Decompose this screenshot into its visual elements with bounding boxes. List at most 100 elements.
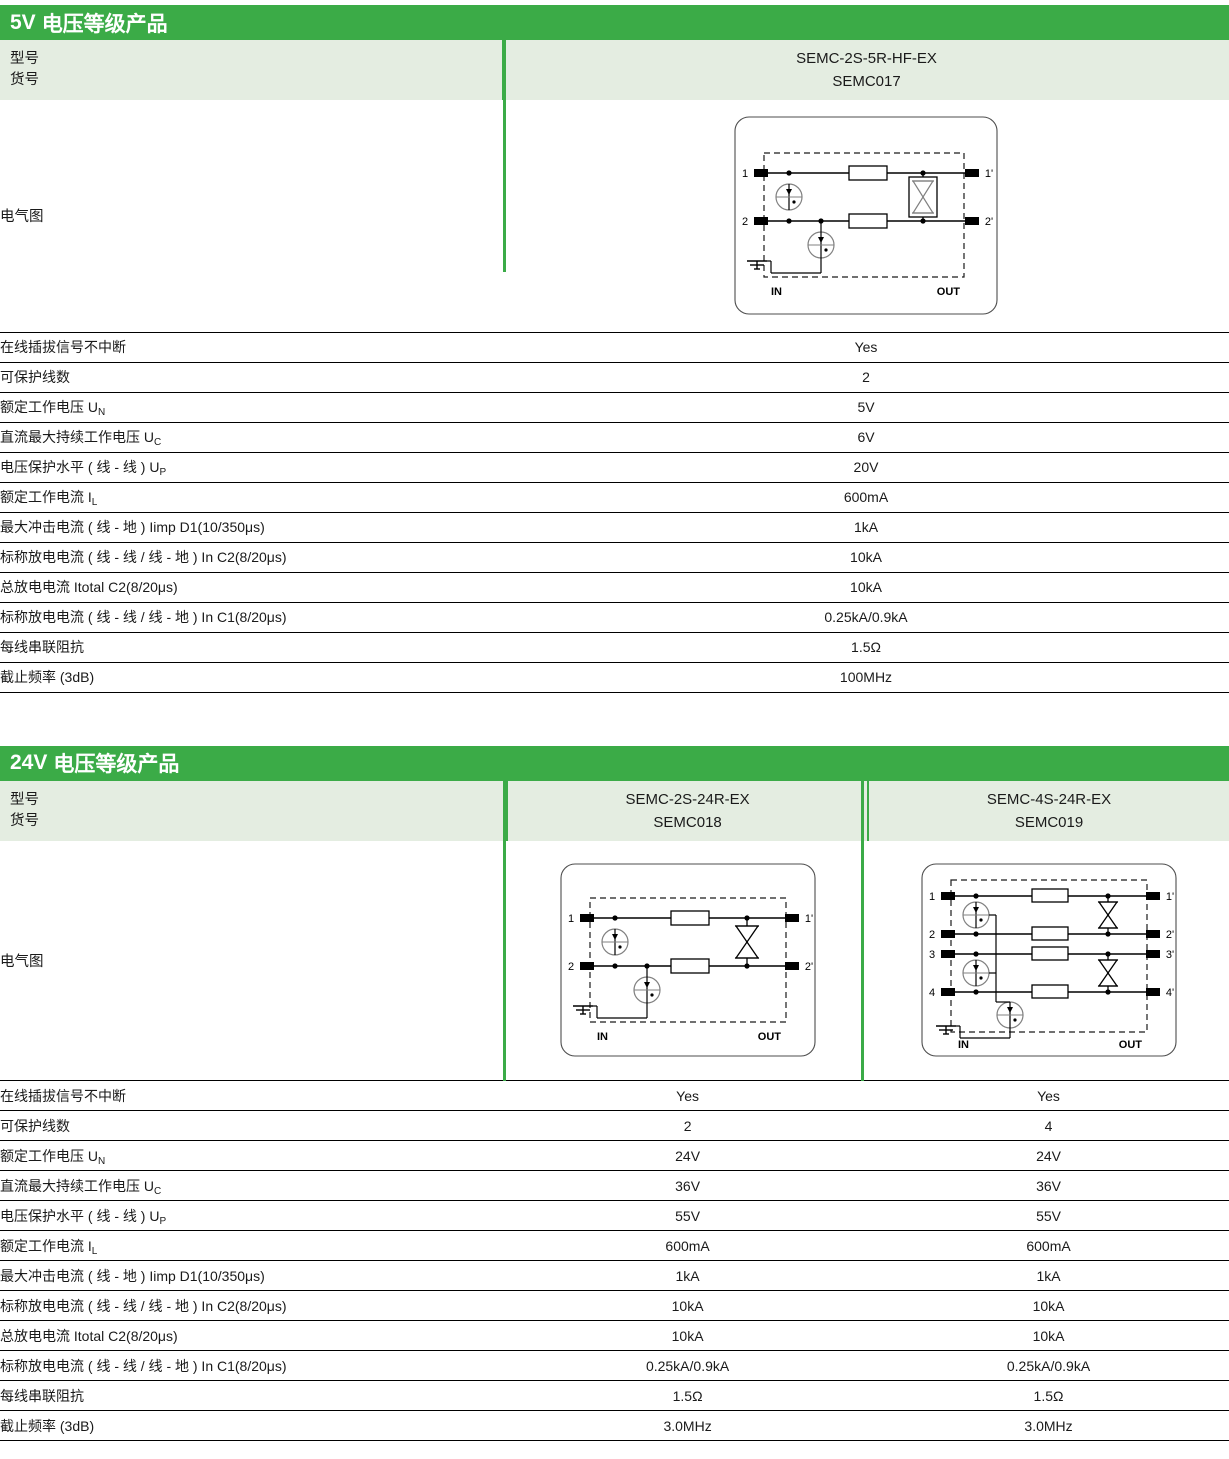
- model-value-cell: SEMC-4S-24R-EX SEMC019: [867, 780, 1229, 841]
- param-label: 每线串联阻抗: [0, 631, 503, 662]
- resistor-symbol-2-icon: [1030, 926, 1069, 941]
- table-row: 标称放电电流 ( 线 - 线 / 线 - 地 ) In C1(8/20μs) 0…: [0, 601, 1229, 632]
- param-label: 总放电电流 Itotal C2(8/20μs): [0, 1320, 508, 1351]
- terminal-label-2p: 2': [985, 216, 993, 228]
- table-row: 额定工作电流 IL 600mA: [0, 481, 1229, 512]
- section-title-voltage: 24V: [10, 751, 48, 774]
- table-row: 截止频率 (3dB) 3.0MHz 3.0MHz: [0, 1410, 1229, 1441]
- table-wrapper-24v: 型号 货号 SEMC-2S-24R-EX SEMC018 SEMC-4S-24R…: [0, 780, 1229, 1441]
- param-value: 3.0MHz: [507, 1410, 869, 1441]
- param-value: 24V: [507, 1140, 869, 1171]
- param-label: 标称放电电流 ( 线 - 线 / 线 - 地 ) In C2(8/20μs): [0, 1290, 508, 1321]
- param-value: Yes: [503, 331, 1229, 362]
- param-value: 5V: [503, 391, 1229, 422]
- param-value: 600mA: [503, 481, 1229, 512]
- diagram-label-cell: 电气图: [0, 100, 503, 332]
- tvs-diode-symbol-1-icon: [1097, 901, 1118, 929]
- param-value: 6V: [503, 421, 1229, 452]
- circuit-diagram-2line-boxed-icon: 1 2 1' 2': [734, 116, 998, 315]
- terminal-label-2: 2: [928, 929, 934, 941]
- model-number: SEMC-4S-24R-EX: [986, 790, 1112, 808]
- label-article: 货号: [10, 812, 39, 829]
- model-number: SEMC-2S-24R-EX: [625, 790, 750, 808]
- param-label: 直流最大持续工作电压 UC: [0, 421, 503, 452]
- section-title-voltage: 5V: [10, 10, 36, 34]
- param-label: 可保护线数: [0, 361, 503, 392]
- section-title-text: 电压等级产品: [53, 753, 180, 776]
- table-row-model: 型号 货号 SEMC-2S-24R-EX SEMC018 SEMC-4S-24R…: [0, 780, 1229, 841]
- table-row-diagram: 电气图: [0, 100, 1229, 332]
- resistor-symbol-1-icon: [848, 165, 888, 181]
- param-value: 20V: [503, 451, 1229, 482]
- table-row: 在线插拔信号不中断 Yes Yes: [0, 1080, 1229, 1111]
- param-label: 可保护线数: [0, 1110, 508, 1141]
- table-row: 额定工作电流 IL 600mA 600mA: [0, 1230, 1229, 1261]
- param-value: 4: [868, 1110, 1229, 1141]
- article-number: SEMC019: [1014, 813, 1084, 831]
- param-value: 10kA: [507, 1290, 869, 1321]
- label-diagram: 电气图: [0, 209, 44, 226]
- param-value: Yes: [868, 1080, 1229, 1111]
- terminal-label-1p: 1': [1165, 891, 1173, 903]
- table-row: 直流最大持续工作电压 UC 6V: [0, 421, 1229, 452]
- param-value: 36V: [868, 1170, 1229, 1201]
- circuit-diagram-2line-icon: 1 2 1' 2': [560, 863, 816, 1057]
- terminal-label-2p: 2': [804, 961, 812, 973]
- in-label: IN: [597, 1031, 608, 1043]
- param-label: 额定工作电压 UN: [0, 1140, 508, 1171]
- resistor-symbol-2-icon: [848, 213, 888, 229]
- table-row: 总放电电流 Itotal C2(8/20μs) 10kA: [0, 571, 1229, 602]
- param-label: 在线插拔信号不中断: [0, 1080, 508, 1111]
- resistor-symbol-3-icon: [1030, 946, 1069, 961]
- param-value: 3.0MHz: [868, 1410, 1229, 1441]
- tvs-diode-symbol-icon: [911, 180, 935, 214]
- resistor-symbol-4-icon: [1030, 984, 1069, 999]
- table-row: 最大冲击电流 ( 线 - 地 ) Iimp D1(10/350μs) 1kA: [0, 511, 1229, 542]
- table-row: 可保护线数 2: [0, 361, 1229, 392]
- param-value: 1kA: [868, 1260, 1229, 1291]
- table-row: 直流最大持续工作电压 UC 36V 36V: [0, 1170, 1229, 1201]
- spec-table-5v: 型号 货号 SEMC-2S-5R-HF-EX SEMC017 电气图: [0, 40, 1229, 693]
- param-value: 10kA: [868, 1290, 1229, 1321]
- table-row: 每线串联阻抗 1.5Ω 1.5Ω: [0, 1380, 1229, 1411]
- table-row: 标称放电电流 ( 线 - 线 / 线 - 地 ) In C2(8/20μs) 1…: [0, 541, 1229, 572]
- resistor-symbol-1-icon: [1030, 888, 1069, 903]
- diagram-label-cell: 电气图: [0, 840, 508, 1081]
- param-label: 每线串联阻抗: [0, 1380, 508, 1411]
- column-divider-green: [503, 40, 506, 272]
- terminal-label-2: 2: [568, 961, 574, 973]
- resistor-symbol-2-icon: [669, 958, 710, 974]
- param-value: 100MHz: [503, 661, 1229, 693]
- model-label-cell: 型号 货号: [0, 40, 503, 100]
- model-value-cell: SEMC-2S-5R-HF-EX SEMC017: [502, 40, 1229, 100]
- tvs-diode-symbol-icon: [734, 925, 759, 959]
- table-row: 电压保护水平 ( 线 - 线 ) UP 20V: [0, 451, 1229, 482]
- section-title-bar-24v: 24V 电压等级产品: [0, 745, 1229, 781]
- param-value: 10kA: [507, 1320, 869, 1351]
- terminal-label-3: 3: [928, 949, 934, 961]
- in-label: IN: [771, 286, 782, 298]
- terminal-label-1p: 1': [985, 168, 993, 180]
- model-label-cell: 型号 货号: [0, 780, 508, 841]
- out-label: OUT: [937, 286, 961, 298]
- table-row: 标称放电电流 ( 线 - 线 / 线 - 地 ) In C2(8/20μs) 1…: [0, 1290, 1229, 1321]
- param-value: 10kA: [503, 541, 1229, 572]
- param-value: 0.25kA/0.9kA: [507, 1350, 869, 1381]
- param-value: 600mA: [507, 1230, 869, 1261]
- out-label: OUT: [1118, 1039, 1142, 1051]
- param-label: 在线插拔信号不中断: [0, 331, 503, 362]
- terminal-label-4: 4: [928, 987, 934, 999]
- table-row: 最大冲击电流 ( 线 - 地 ) Iimp D1(10/350μs) 1kA 1…: [0, 1260, 1229, 1291]
- param-label: 直流最大持续工作电压 UC: [0, 1170, 508, 1201]
- circuit-diagram-4line-icon: 1 2 3 4 1' 2' 3' 4': [920, 863, 1177, 1057]
- section-title-text: 电压等级产品: [41, 12, 168, 36]
- table-row: 额定工作电压 UN 24V 24V: [0, 1140, 1229, 1171]
- section-title-bar-5v: 5V 电压等级产品: [0, 5, 1229, 40]
- article-number: SEMC018: [653, 813, 722, 831]
- terminal-label-1: 1: [568, 913, 574, 925]
- param-value: 600mA: [868, 1230, 1229, 1261]
- table-row: 额定工作电压 UN 5V: [0, 391, 1229, 422]
- section-5v: 5V 电压等级产品 型号 货号 SEMC-2S-5R-HF-EX SEMC017: [0, 0, 1229, 693]
- label-model: 型号: [10, 791, 39, 808]
- table-row: 每线串联阻抗 1.5Ω: [0, 631, 1229, 662]
